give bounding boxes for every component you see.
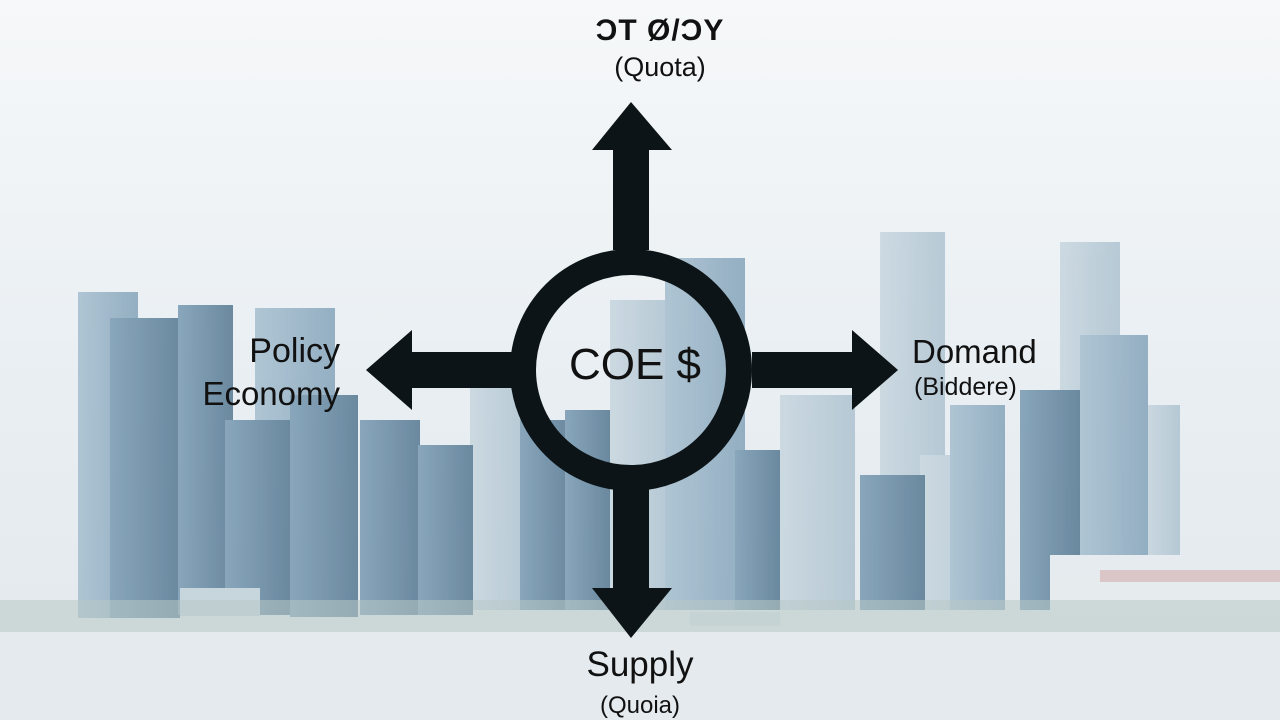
arrow-down-icon [592, 488, 672, 638]
bottom-node-line2: (Quoia) [599, 692, 681, 719]
arrow-up-icon [592, 102, 672, 250]
right-node-line1: Domand [912, 333, 1037, 370]
arrow-right-icon [752, 330, 898, 410]
right-node-line2: (Biddere) [914, 373, 1017, 401]
bottom-node-line1: Supply [586, 645, 694, 684]
left-node-line1: Policy [249, 332, 340, 370]
city-skyline [78, 232, 1280, 626]
top-node-subtitle: (Quota) [614, 52, 706, 82]
water [0, 632, 1280, 720]
center-ring [510, 249, 752, 491]
center-label: COE $ [568, 340, 702, 389]
left-node-line2: Economy [202, 375, 340, 412]
arrow-left-icon [366, 330, 512, 410]
top-node-title: ƆT Ø/ƆY [595, 14, 725, 47]
